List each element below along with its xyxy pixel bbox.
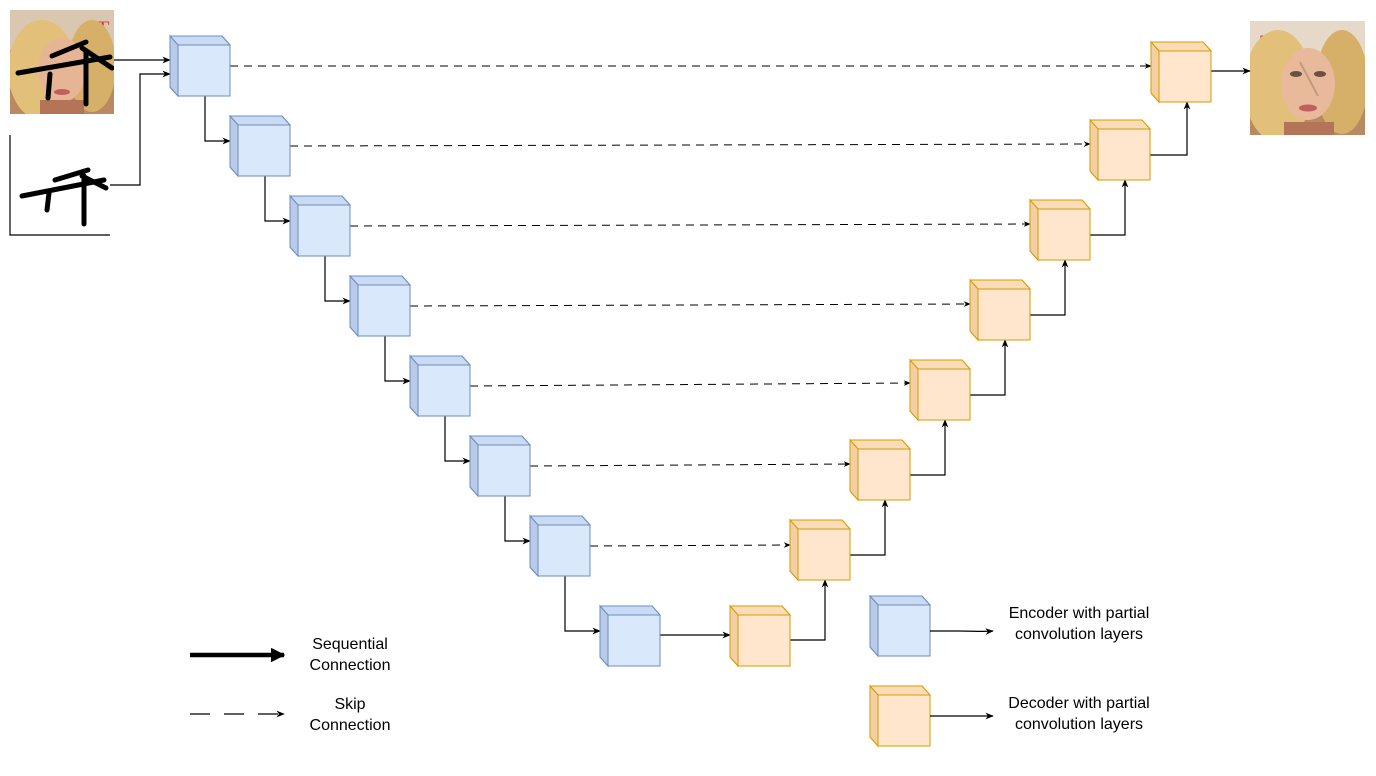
encoder-block-5 (408, 354, 472, 418)
legend-encoder-block (868, 594, 932, 658)
decoder-block-8 (1149, 40, 1213, 104)
decoder-block-6 (1028, 198, 1092, 262)
input-mask-image (9, 135, 110, 236)
encoder-block-4 (348, 274, 412, 338)
decoder-sequential-connections (790, 67, 1251, 641)
decoder-block-3 (848, 438, 912, 502)
legend-decoder-label: Decoder with partial convolution layers (1008, 695, 1150, 733)
encoder-block-2 (228, 114, 292, 178)
decoder-block-1 (728, 604, 792, 668)
decoder-block-2 (788, 518, 852, 582)
legend-encoder-label: Encoder with partial convolution layers (1008, 605, 1150, 643)
encoder-block-1 (168, 34, 232, 98)
encoder-block-7 (528, 514, 592, 578)
legend-skip-label: Skip Connection (309, 696, 391, 734)
encoder-block-3 (288, 194, 352, 258)
decoder-block-4 (908, 358, 972, 422)
decoder-block-5 (968, 278, 1032, 342)
input-masked-image: T (10, 10, 114, 114)
skip-connections (230, 63, 1152, 548)
output-inpainted-image: T c (1250, 21, 1365, 135)
encoder-block-6 (468, 434, 532, 498)
encoder-sequential-connections (110, 56, 731, 639)
encoder-block-8 (598, 604, 662, 668)
legend-decoder-block (868, 684, 932, 748)
legend-sequential-label: Sequential Connection (309, 636, 391, 674)
decoder-block-7 (1088, 118, 1152, 182)
